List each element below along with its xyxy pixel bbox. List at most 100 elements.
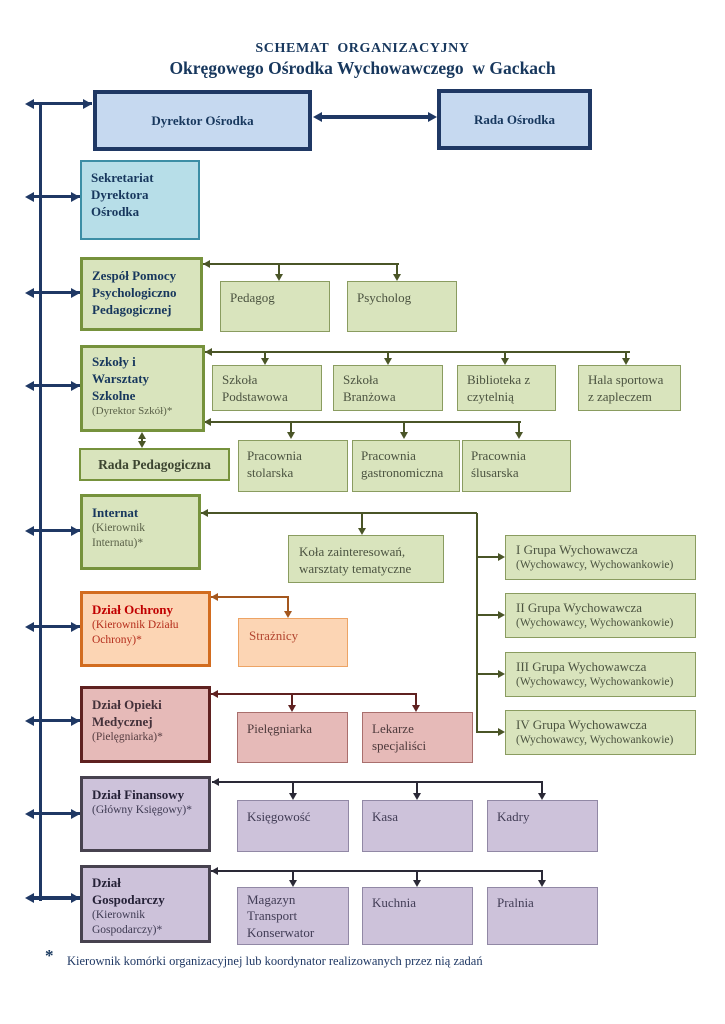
connector-drop <box>290 423 292 432</box>
box-finance-title: Dział Finansowy <box>92 787 185 802</box>
arrowhead <box>428 112 437 122</box>
arrowhead <box>71 622 80 632</box>
connector-drop <box>518 423 520 432</box>
box-accounting: Księgowość <box>237 800 349 852</box>
box-council: Rada Ośrodka <box>437 89 592 150</box>
box-clubs: Koła zainteresowań, warsztaty tematyczne <box>288 535 444 583</box>
connector-drop <box>287 598 289 611</box>
box-schools-subtitle: (Dyrektor Szkół)* <box>92 405 173 418</box>
box-library-label: Biblioteka z czytelnią <box>467 372 531 405</box>
box-primary-school: Szkoła Podstawowa <box>212 365 322 411</box>
arrowhead <box>287 432 295 439</box>
arrowhead <box>358 528 366 535</box>
box-pedagogical-council: Rada Pedagogiczna <box>79 448 230 481</box>
box-group-1: I Grupa Wychowawcza (Wychowawcy, Wychowa… <box>505 535 696 580</box>
arrowhead <box>71 192 80 202</box>
box-medical-title: Dział Opieki Medycznej <box>92 697 162 730</box>
arrowhead <box>138 441 146 448</box>
connector-drop <box>504 353 506 358</box>
arrowhead <box>538 880 546 887</box>
connector-medical-children <box>211 693 417 695</box>
box-finance: Dział Finansowy (Główny Księgowy)* <box>80 776 211 852</box>
box-workshop-locksmith-label: Pracownia ślusarska <box>471 448 526 481</box>
box-clubs-label: Koła zainteresowań, warsztaty tematyczne <box>299 544 412 577</box>
connector-drop <box>292 783 294 793</box>
box-security-subtitle: (Kierownik Działu Ochrony)* <box>92 619 179 647</box>
connector-drop <box>403 423 405 432</box>
box-group-4-subtitle: (Wychowawcy, Wychowankowie) <box>516 734 674 747</box>
arrowhead <box>413 793 421 800</box>
arrowhead <box>498 553 505 561</box>
connector-drop <box>416 783 418 793</box>
arrowhead <box>498 611 505 619</box>
box-guards: Strażnicy <box>238 618 348 667</box>
connector-row-secretariat <box>33 195 80 198</box>
box-sports-hall-label: Hala sportowa z zapleczem <box>588 372 664 405</box>
box-council-label: Rada Ośrodka <box>473 111 556 127</box>
connector-drop <box>541 872 543 880</box>
arrowhead <box>400 432 408 439</box>
arrowhead <box>275 274 283 281</box>
arrowhead <box>71 526 80 536</box>
box-cash-desk: Kasa <box>362 800 473 852</box>
box-director: Dyrektor Ośrodka <box>93 90 312 151</box>
box-workshop-gastronomy: Pracownia gastronomiczna <box>352 440 460 492</box>
connector-row-director <box>33 102 92 105</box>
arrowhead <box>25 381 34 391</box>
connector-drop <box>396 265 398 274</box>
connector-drop <box>541 783 543 793</box>
box-workshop-locksmith: Pracownia ślusarska <box>462 440 571 492</box>
arrowhead <box>25 288 34 298</box>
box-psycholog-label: Psycholog <box>357 290 412 305</box>
box-group-4-title: IV Grupa Wychowawcza <box>516 717 647 732</box>
box-doctors: Lekarze specjaliści <box>362 712 473 763</box>
box-schools-title: Szkoły i Warsztaty Szkolne <box>92 354 150 404</box>
box-secretariat: Sekretariat Dyrektora Ośrodka <box>80 160 200 240</box>
box-kitchen: Kuchnia <box>362 887 473 945</box>
box-group-1-subtitle: (Wychowawcy, Wychowankowie) <box>516 559 674 572</box>
connector-drop <box>416 872 418 880</box>
footnote-marker: * <box>45 946 54 965</box>
arrowhead <box>212 778 219 786</box>
arrowhead <box>201 509 208 517</box>
arrowhead <box>211 867 218 875</box>
box-laundry: Pralnia <box>487 887 598 945</box>
arrowhead <box>211 593 218 601</box>
arrowhead <box>515 432 523 439</box>
arrowhead <box>25 893 34 903</box>
connector-spine <box>39 102 42 901</box>
box-pedagog: Pedagog <box>220 281 330 332</box>
connector-schools-children <box>205 351 630 353</box>
arrowhead <box>284 611 292 618</box>
arrowhead <box>83 99 92 109</box>
box-workshop-gastronomy-label: Pracownia gastronomiczna <box>361 448 444 481</box>
box-facilities-subtitle: (Kierownik Gospodarczy)* <box>92 909 163 937</box>
arrowhead <box>25 622 34 632</box>
box-schools: Szkoły i Warsztaty Szkolne (Dyrektor Szk… <box>80 345 205 432</box>
box-primary-school-label: Szkoła Podstawowa <box>222 372 288 405</box>
box-group-1-title: I Grupa Wychowawcza <box>516 542 638 557</box>
box-group-4: IV Grupa Wychowawcza (Wychowawcy, Wychow… <box>505 710 696 755</box>
arrowhead <box>204 418 211 426</box>
arrowhead <box>412 705 420 712</box>
connector-branch <box>477 614 498 616</box>
arrowhead <box>138 432 146 439</box>
box-finance-subtitle: (Główny Księgowy)* <box>92 804 192 817</box>
box-psycholog: Psycholog <box>347 281 457 332</box>
chart-title-line1: SCHEMAT ORGANIZACYJNY <box>255 41 470 56</box>
connector-drop <box>625 353 627 358</box>
connector-drop <box>292 872 294 880</box>
connector-branch <box>477 673 498 675</box>
box-library: Biblioteka z czytelnią <box>457 365 556 411</box>
connector-psych-children <box>203 263 399 265</box>
footnote-text: Kierownik komórki organizacyjnej lub koo… <box>67 954 483 968</box>
box-nurse: Pielęgniarka <box>237 712 348 763</box>
box-group-2-title: II Grupa Wychowawcza <box>516 600 643 615</box>
box-group-2: II Grupa Wychowawcza (Wychowawcy, Wychow… <box>505 593 696 638</box>
arrowhead <box>538 793 546 800</box>
connector-drop <box>264 353 266 358</box>
chart-title-line2: Okręgowego Ośrodka Wychowawczego w Gacka… <box>169 58 556 78</box>
connector-director-council <box>320 115 430 119</box>
connector-finance-children <box>212 781 543 783</box>
